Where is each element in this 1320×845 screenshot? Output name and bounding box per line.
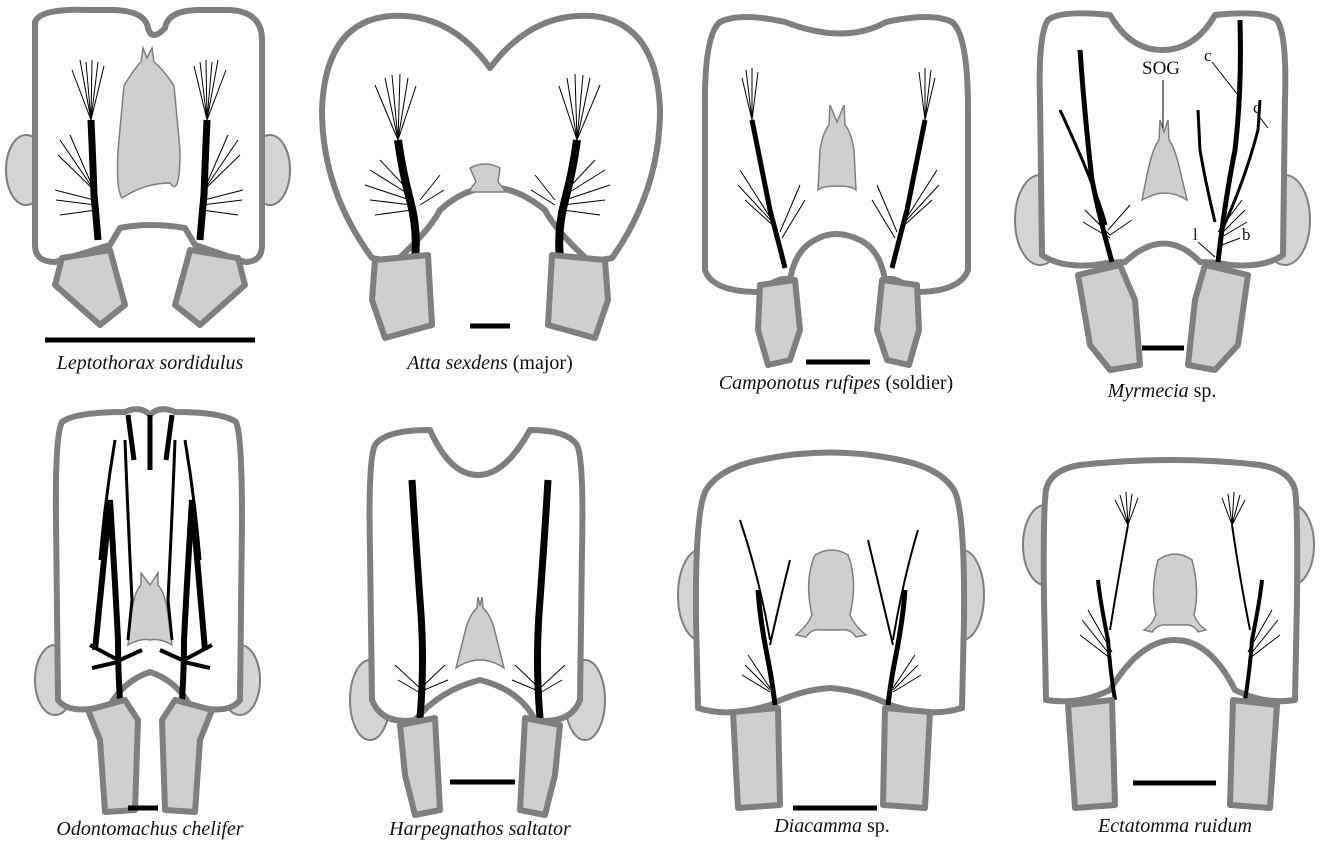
mandible-base-right — [877, 280, 919, 365]
species-name: Myrmecia — [1108, 380, 1189, 402]
mandible-base-left — [1068, 700, 1115, 808]
caption-myrmecia: Myrmecia sp. — [1108, 380, 1217, 403]
caption-ectatomma: Ectatomma ruidum — [1098, 815, 1252, 838]
caption-camponotus: Camponotus rufipes (soldier) — [719, 372, 953, 395]
mandible-base-left — [88, 700, 138, 812]
panel-camponotus — [705, 17, 968, 365]
label-c2: c — [1253, 98, 1261, 118]
caption-leptothorax: Leptothorax sordidulus — [57, 352, 244, 375]
mandible-base-right — [520, 718, 560, 815]
head-capsule — [322, 16, 660, 262]
species-name: Atta sexdens — [407, 352, 508, 374]
species-name: Ectatomma ruidum — [1098, 815, 1252, 837]
mandible-base-left — [400, 718, 440, 815]
panel-diacamma — [678, 453, 984, 809]
panel-ectatomma — [1023, 460, 1314, 808]
species-name: Leptothorax sordidulus — [57, 352, 244, 374]
label-l: l — [1193, 225, 1198, 245]
mandible-base-left — [55, 250, 125, 325]
panel-odontomachus — [35, 409, 260, 812]
panel-atta — [322, 16, 660, 338]
mandible-base-right — [883, 708, 930, 808]
caption-odontomachus: Odontomachus chelifer — [56, 818, 243, 841]
caption-suffix: (soldier) — [880, 372, 953, 394]
head-capsule — [370, 430, 583, 721]
label-b: b — [1242, 225, 1251, 245]
mandible-base-left — [758, 280, 800, 365]
species-name: Odontomachus chelifer — [56, 818, 243, 840]
mandible-base-right — [175, 250, 245, 325]
mandible-base-left — [733, 708, 780, 808]
mandible-base-left — [372, 255, 432, 338]
caption-harpegnathos: Harpegnathos saltator — [389, 818, 571, 841]
label-sog: SOG — [1142, 58, 1180, 80]
caption-suffix: sp. — [1189, 380, 1217, 402]
mandible-base-right — [162, 700, 212, 812]
caption-diacamma: Diacamma sp. — [774, 815, 890, 838]
caption-suffix: sp. — [862, 815, 890, 837]
species-name: Diacamma — [774, 815, 862, 837]
label-c1: c — [1204, 46, 1212, 66]
species-name: Harpegnathos saltator — [389, 818, 571, 840]
species-name: Camponotus rufipes — [719, 372, 881, 394]
caption-suffix: (major) — [508, 352, 573, 374]
mandible-base-left — [1078, 265, 1140, 370]
panel-leptothorax — [6, 10, 290, 340]
mandible-base-right — [1230, 700, 1277, 808]
mandible-base-right — [1188, 265, 1248, 370]
panel-harpegnathos — [350, 430, 605, 815]
mandible-base-right — [548, 255, 608, 338]
caption-atta: Atta sexdens (major) — [407, 352, 573, 375]
